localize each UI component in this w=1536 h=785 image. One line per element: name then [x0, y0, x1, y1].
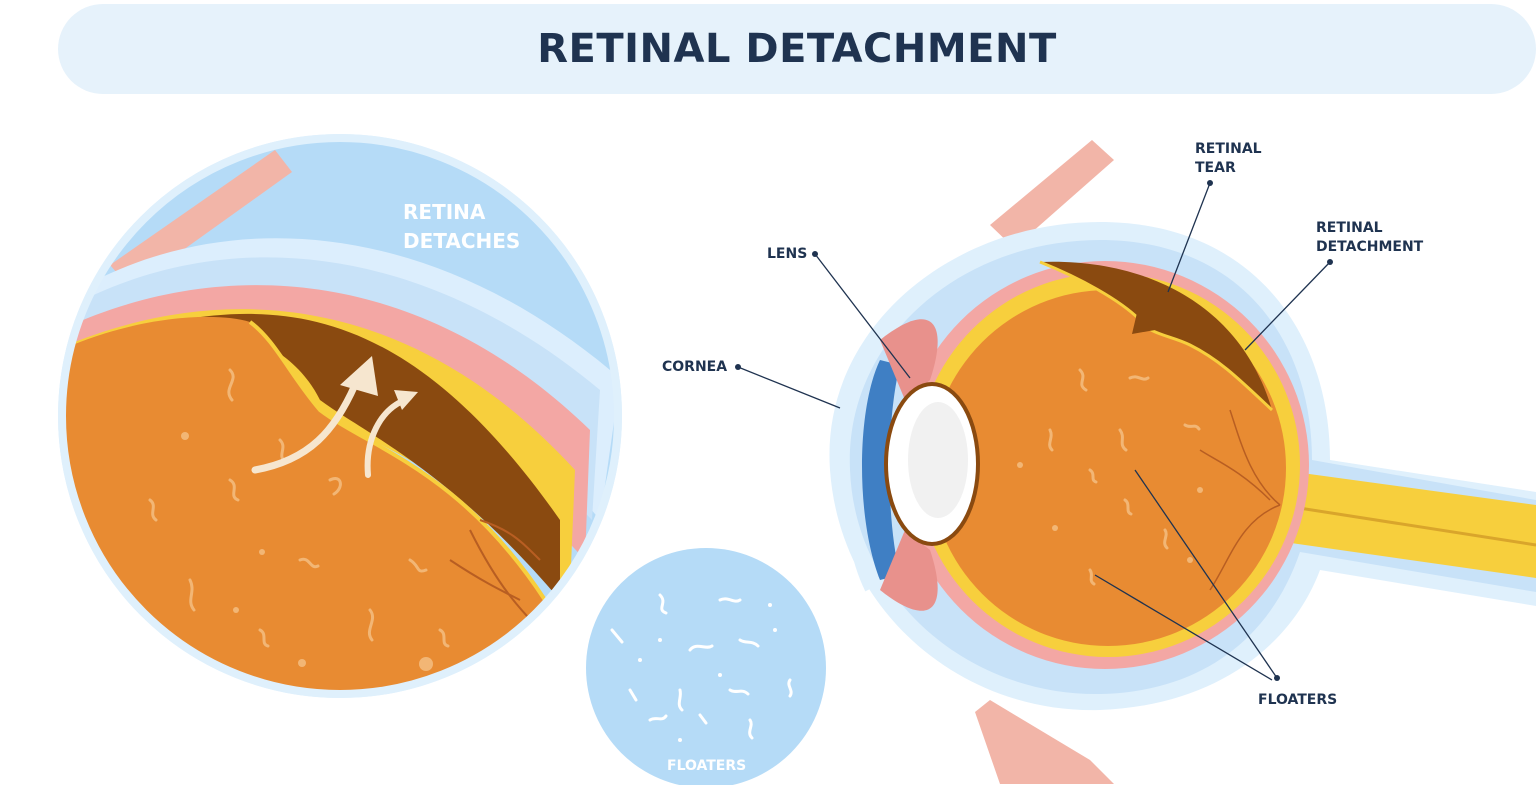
iris	[862, 360, 900, 580]
zoom-caption-line1: RETINA	[403, 200, 486, 224]
cornea	[842, 348, 871, 592]
cornea-pointer-dot	[735, 364, 741, 370]
label-retinal-tear-line2: TEAR	[1195, 160, 1236, 176]
label-retinal-tear: RETINAL TEAR	[1195, 140, 1262, 178]
label-lens: LENS	[767, 246, 808, 262]
vitreous-body	[62, 316, 560, 694]
detachment-pointer-dot	[1327, 259, 1333, 265]
leader-lines	[737, 182, 1331, 681]
label-retinal-detachment-line1: RETINAL	[1316, 220, 1383, 236]
floaters-panel	[586, 548, 826, 785]
zoom-caption-line2: DETACHES	[403, 229, 521, 253]
label-retinal-detachment: RETINAL DETACHMENT	[1316, 219, 1423, 257]
title-banner: RETINAL DETACHMENT	[58, 4, 1536, 94]
label-floaters: FLOATERS	[1258, 692, 1338, 708]
label-retinal-tear-line1: RETINAL	[1195, 141, 1262, 157]
floaters-caption: FLOATERS	[667, 758, 747, 774]
label-retinal-detachment-line2: DETACHMENT	[1316, 239, 1424, 255]
eye-cross-section	[829, 140, 1536, 784]
subretinal-space-eye	[1040, 261, 1272, 410]
page-title: RETINAL DETACHMENT	[537, 26, 1057, 72]
retinal-tear	[1132, 300, 1155, 334]
zoom-panel	[58, 134, 622, 698]
eye-muscle-bottom	[975, 700, 1114, 784]
eye-muscle	[110, 150, 292, 288]
lens-pointer-dot	[812, 251, 818, 257]
zoom-caption: RETINA DETACHES	[403, 198, 520, 256]
floaters-pointer-dot	[1274, 675, 1280, 681]
eye-muscle-top	[990, 140, 1114, 248]
vitreous-body	[930, 290, 1286, 646]
tear-pointer-dot	[1207, 180, 1213, 186]
label-cornea: CORNEA	[662, 359, 728, 375]
